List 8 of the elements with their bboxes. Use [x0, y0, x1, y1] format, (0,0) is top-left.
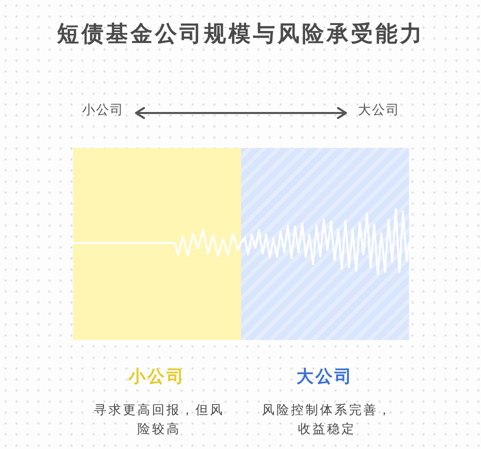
title: 短债基金公司规模与风险承受能力 [56, 21, 426, 49]
description-text: 寻求更高回报，但风险较高 [92, 401, 226, 438]
double-arrow [135, 107, 347, 119]
column-heading: 小公司 [127, 366, 186, 388]
description-text: 风险控制体系完善，收益稳定 [260, 401, 394, 438]
scale-label: 大公司 [352, 102, 406, 120]
scale-label: 小公司 [76, 102, 130, 120]
column-heading: 大公司 [296, 366, 354, 388]
